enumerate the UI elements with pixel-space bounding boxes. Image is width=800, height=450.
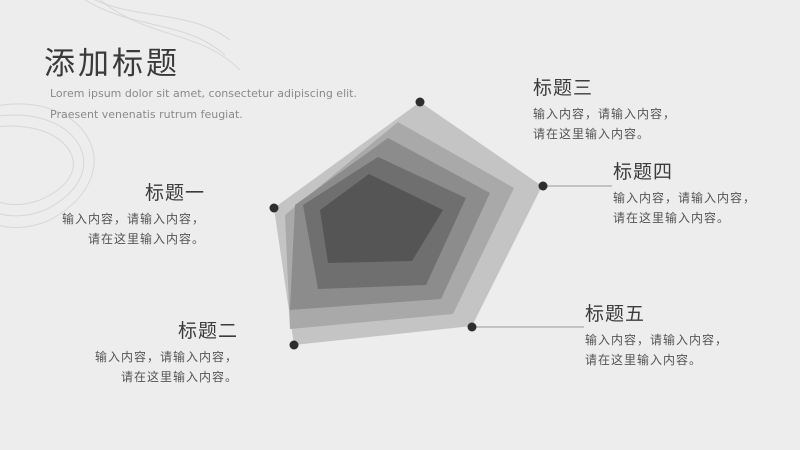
callout-1: 标题一 输入内容，请输入内容， 请在这里输入内容。 [62,178,205,249]
callout-4: 标题四 输入内容，请输入内容， 请在这里输入内容。 [613,157,756,228]
callout-5-body: 输入内容，请输入内容， 请在这里输入内容。 [585,330,728,370]
callout-5: 标题五 输入内容，请输入内容， 请在这里输入内容。 [585,299,728,370]
vertex-dot-3 [415,97,425,107]
slide-subtitle: Lorem ipsum dolor sit amet, consectetur … [50,87,357,121]
vertex-dot-5 [467,322,477,332]
callout-2-body-line1: 输入内容，请输入内容， [94,350,238,364]
callout-1-body-line2: 请在这里输入内容。 [87,232,205,246]
callout-4-body-line2: 请在这里输入内容。 [613,211,731,225]
pentagon-layer-5 [320,174,443,263]
callout-5-title: 标题五 [585,303,646,325]
callout-4-title: 标题四 [613,161,674,183]
callout-3-body: 输入内容，请输入内容， 请在这里输入内容。 [533,104,676,144]
callout-2-body-line2: 请在这里输入内容。 [120,370,238,384]
callout-2: 标题二 输入内容，请输入内容， 请在这里输入内容。 [95,316,238,387]
callout-4-body-line1: 输入内容，请输入内容， [613,191,757,205]
callout-3-body-line2: 请在这里输入内容。 [533,127,651,141]
vertex-dot-4 [538,181,548,191]
callout-5-body-line1: 输入内容，请输入内容， [585,333,729,347]
callout-1-title: 标题一 [144,182,205,204]
vertex-dot-1 [269,203,279,213]
callout-5-body-line2: 请在这里输入内容。 [585,353,703,367]
callout-3: 标题三 输入内容，请输入内容， 请在这里输入内容。 [533,73,676,144]
callout-3-body-line1: 输入内容，请输入内容， [533,107,677,121]
callout-1-body-line1: 输入内容，请输入内容， [61,212,205,226]
callout-2-body: 输入内容，请输入内容， 请在这里输入内容。 [95,347,238,387]
callout-1-body: 输入内容，请输入内容， 请在这里输入内容。 [62,209,205,249]
callout-4-body: 输入内容，请输入内容， 请在这里输入内容。 [613,188,756,228]
callout-3-title: 标题三 [533,77,594,99]
vertex-dot-2 [289,340,299,350]
callout-2-title: 标题二 [177,320,238,342]
slide-title: 添加标题 [44,46,180,82]
